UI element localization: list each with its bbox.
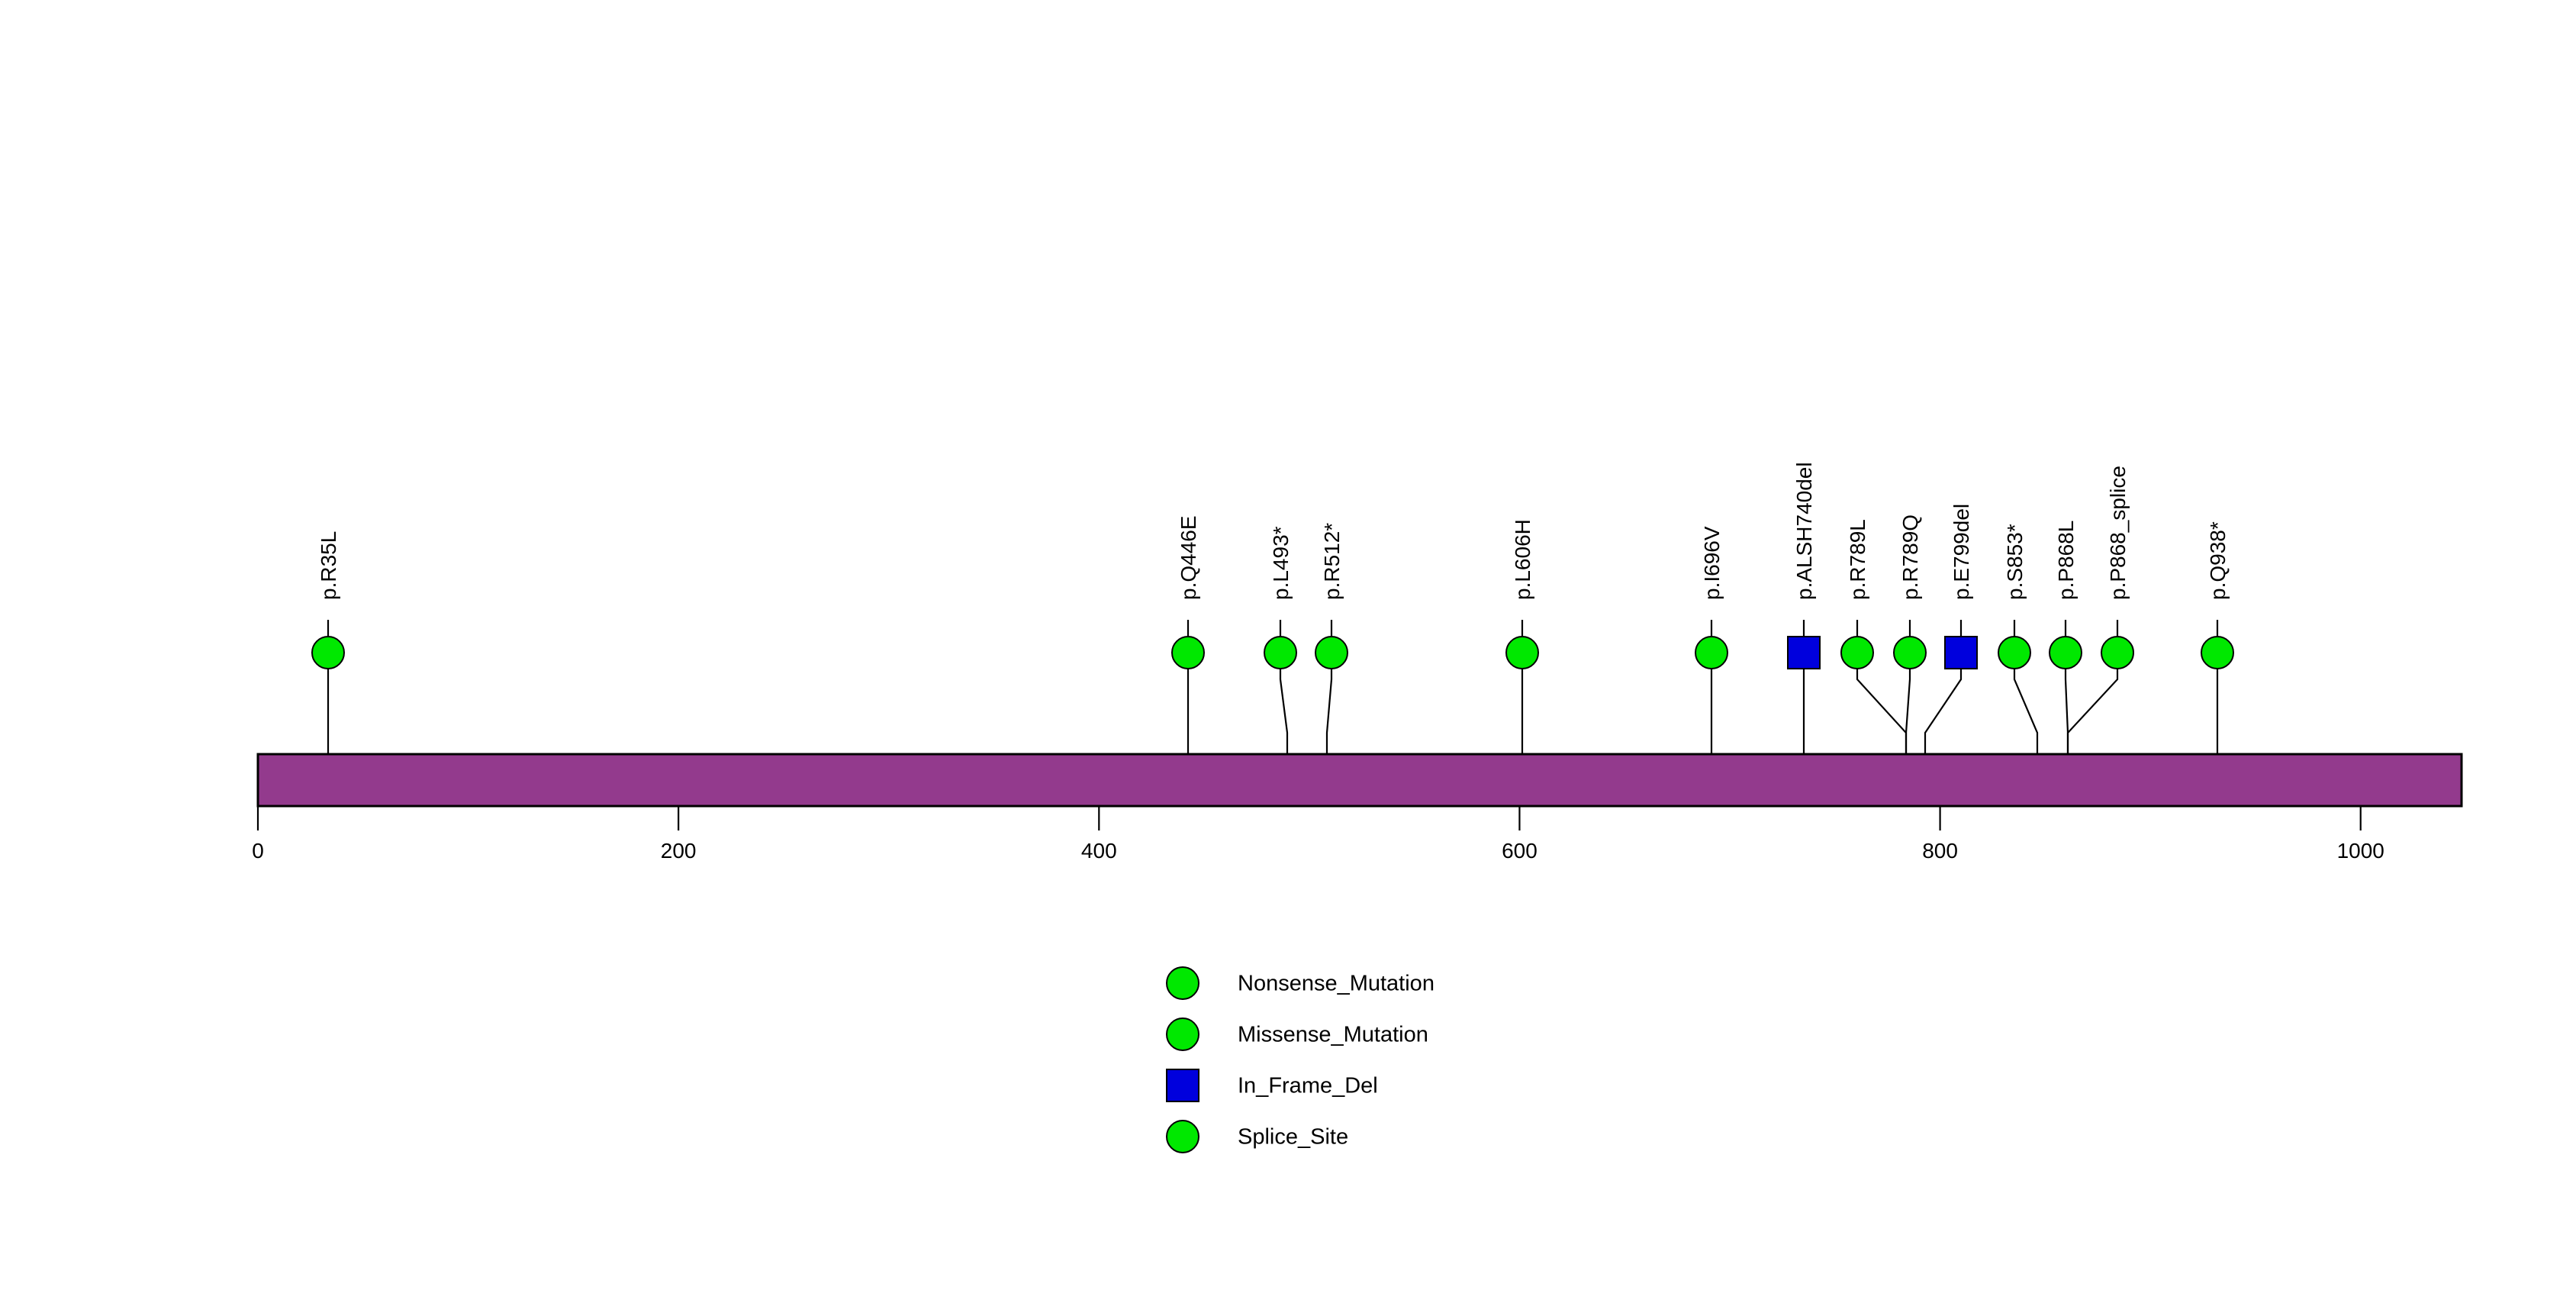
mutation-marker[interactable]: p.Q938* [2201,636,2234,669]
mutation-marker[interactable]: p.E799del [1944,636,1978,669]
mutation-label: p.ALSH740del [1792,462,1816,600]
legend-swatch-square-icon[interactable] [1166,1069,1199,1102]
mutation-marker[interactable]: p.R35L [311,636,345,669]
mutation-label: p.L493* [1269,526,1293,600]
mutation-marker[interactable]: p.S853* [1998,636,2031,669]
axis-tick-label: 600 [1502,839,1538,863]
mutation-label: p.R789L [1846,519,1869,600]
axis-tick-label: 200 [661,839,697,863]
mutation-label: p.Q938* [2206,521,2230,600]
mutation-marker[interactable]: p.R789L [1840,636,1874,669]
legend-label: In_Frame_Del [1238,1074,1378,1098]
legend-swatch-circle-icon[interactable] [1166,1120,1199,1153]
mutation-label: p.R512* [1320,523,1344,600]
mutation-marker[interactable]: p.I696V [1695,636,1728,669]
mutation-marker[interactable]: p.Q446E [1171,636,1205,669]
mutation-label: p.I696V [1700,526,1724,600]
axis-tick-label: 400 [1081,839,1117,863]
mutation-label: p.P868_splice [2106,466,2130,600]
axis-tick-label: 0 [252,839,264,863]
protein-domain-bar-group [256,753,2463,808]
mutation-marker[interactable]: p.L493* [1264,636,1297,669]
legend-swatch-circle-icon[interactable] [1166,1017,1199,1051]
mutation-label: p.E799del [1950,504,1973,600]
axis-tick-label: 1000 [2337,839,2384,863]
mutation-label: p.R789Q [1898,514,1922,600]
mutation-marker[interactable]: p.ALSH740del [1787,636,1821,669]
protein-domain-bar [256,753,2463,808]
legend: Nonsense_MutationMissense_MutationIn_Fra… [1166,966,1435,1153]
mutation-marker[interactable]: p.R512* [1315,636,1348,669]
mutation-label: p.Q446E [1177,515,1200,600]
mutation-labels: p.R35L p.Q446E p.L493* p.R512* p.L606H p.I696… [317,462,2230,600]
mutation-label: p.R35L [317,531,340,600]
mutation-marker[interactable]: p.L606H [1505,636,1539,669]
mutation-marker[interactable]: p.R789Q [1893,636,1927,669]
axis-tick-label: 800 [1922,839,1958,863]
legend-label: Missense_Mutation [1238,1023,1428,1047]
legend-label: Nonsense_Mutation [1238,972,1435,996]
mutation-label: p.P868L [2054,521,2078,600]
mutation-label: p.S853* [2003,524,2027,600]
mutation-marker[interactable]: p.P868L [2049,636,2082,669]
legend-label: Splice_Site [1238,1125,1348,1150]
legend-swatch-circle-icon[interactable] [1166,966,1199,1000]
mutation-label: p.L606H [1511,519,1534,600]
x-axis: 0 200 400 600 800 1000 [252,806,2384,863]
mutation-marker[interactable]: p.P868_splice [2101,636,2134,669]
mutation-markers: p.R35L p.Q446E p.L493* p.R512* p.L606H p.I696… [311,636,2234,669]
